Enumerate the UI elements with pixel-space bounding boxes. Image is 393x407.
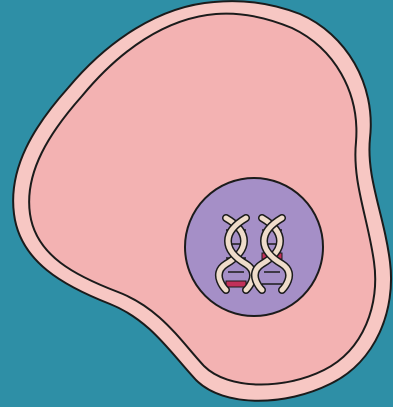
nucleus [185, 178, 323, 316]
